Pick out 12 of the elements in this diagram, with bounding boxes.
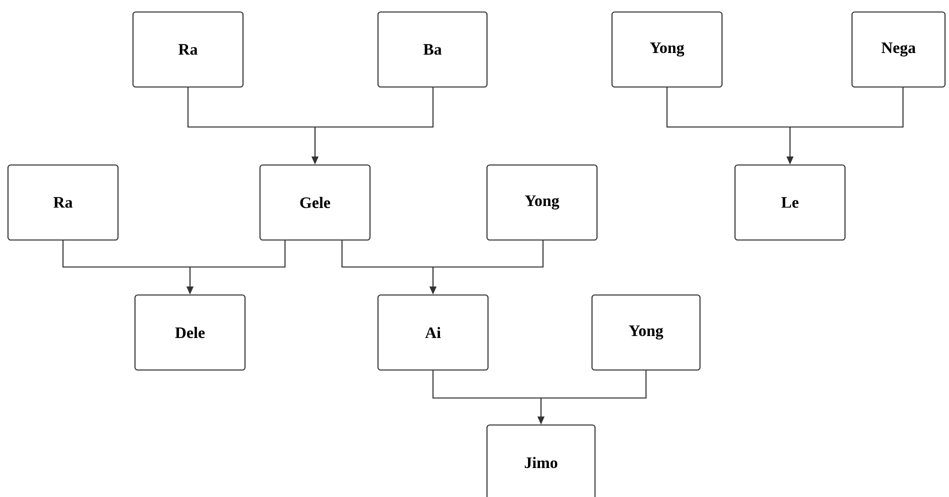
person-box: Yong xyxy=(486,164,598,241)
person-box: Ba xyxy=(377,11,488,88)
person-box: Gele xyxy=(259,164,371,241)
person-box: Nega xyxy=(851,11,946,88)
person-box: Ra xyxy=(7,164,119,241)
person-box: Le xyxy=(734,164,846,241)
person-box: Dele xyxy=(134,294,246,371)
person-box: Ai xyxy=(377,294,489,371)
person-box: Jimo xyxy=(486,424,596,497)
person-box: Ra xyxy=(132,11,244,88)
person-box: Yong xyxy=(591,294,701,371)
person-box: Yong xyxy=(611,11,723,88)
